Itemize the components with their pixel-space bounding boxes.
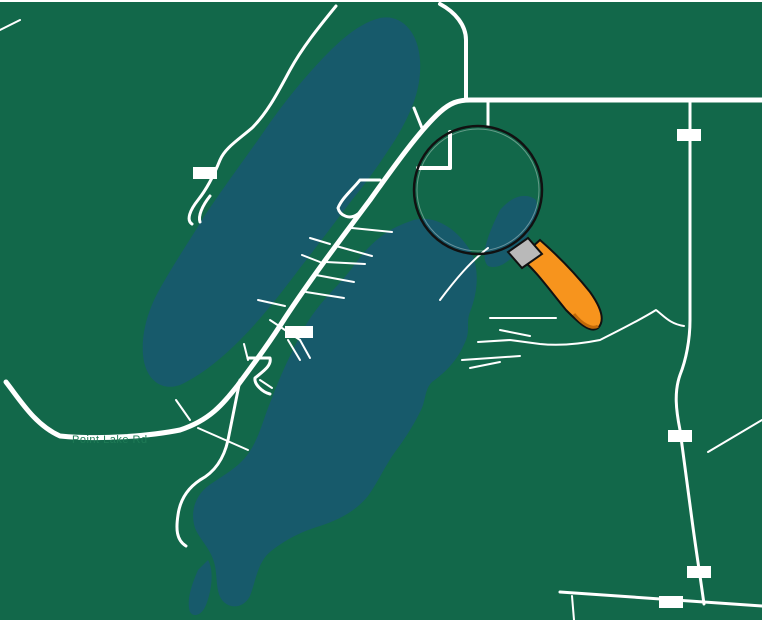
lake-channel — [484, 195, 537, 268]
lake-north — [142, 17, 421, 387]
road-northwest[interactable] — [187, 4, 338, 226]
road-main-highway[interactable] — [3, 97, 762, 441]
map-top-border — [0, 0, 762, 2]
road-shield-marker[interactable] — [677, 129, 701, 141]
road-shield-marker[interactable] — [285, 326, 313, 338]
road-north-spur[interactable] — [438, 2, 468, 102]
magnifying-glass-icon[interactable] — [412, 124, 603, 331]
road-south-horizontal[interactable] — [558, 590, 762, 608]
road-shields — [193, 129, 711, 608]
road-shield-marker[interactable] — [193, 167, 217, 179]
lake-south — [193, 218, 477, 607]
road-shield-marker[interactable] — [659, 596, 683, 608]
lake-south-inlet — [188, 560, 212, 616]
road-shield-marker[interactable] — [668, 430, 692, 442]
road-shield-marker[interactable] — [687, 566, 711, 578]
road-label-point-lake: Point Lake Rd — [72, 434, 148, 446]
